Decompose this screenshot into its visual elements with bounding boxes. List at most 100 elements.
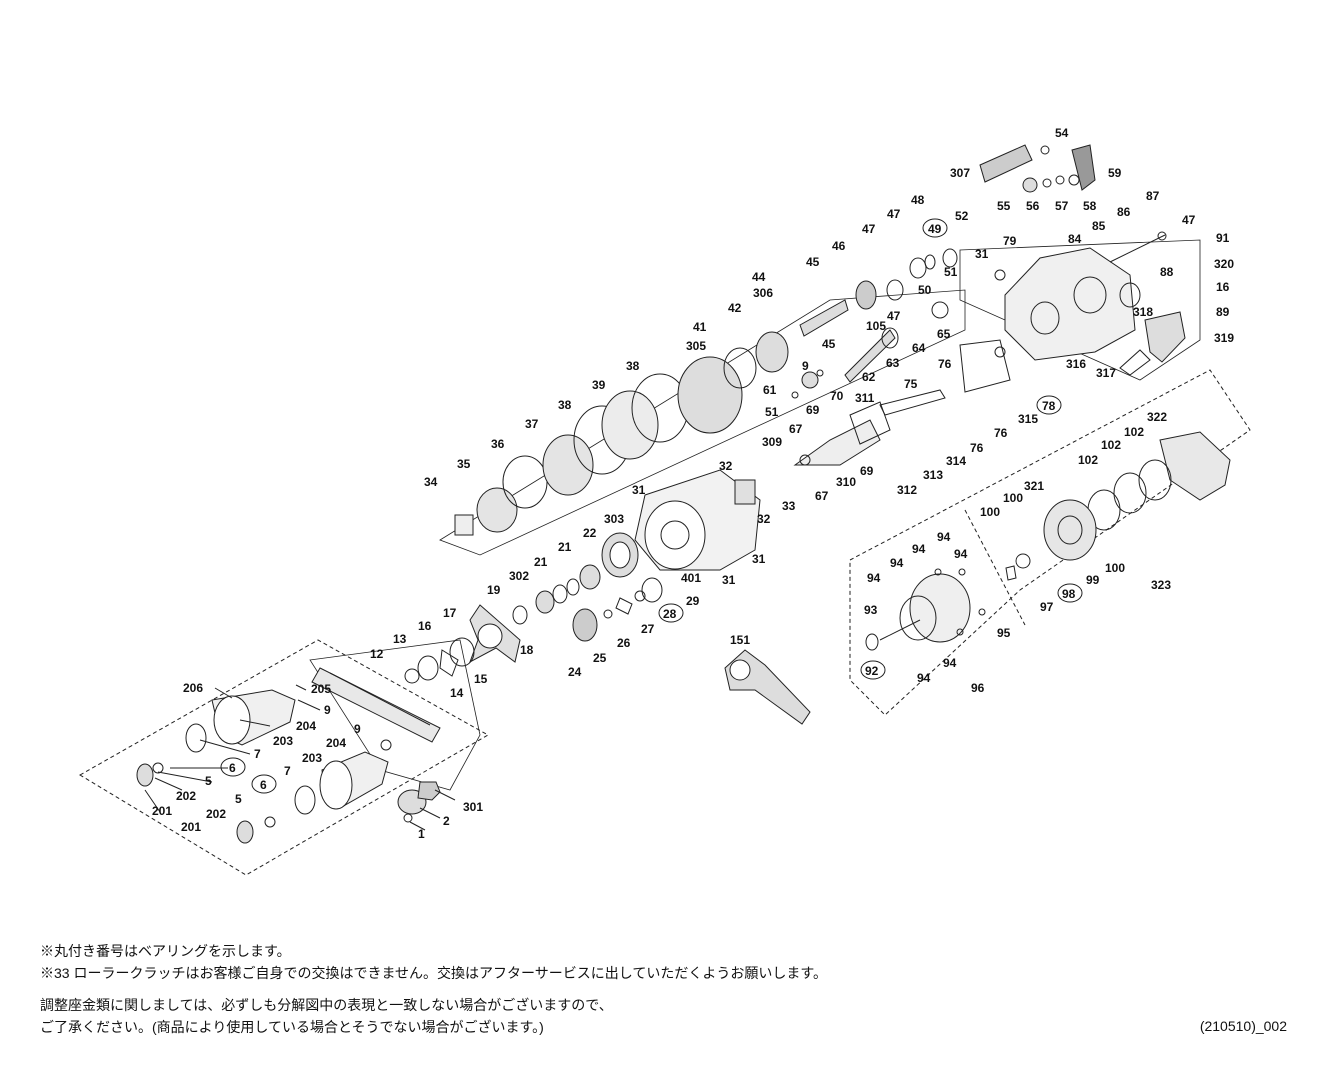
part-label: 12 (370, 647, 384, 661)
roller-clutch-33 (734, 479, 756, 505)
part-label: 70 (830, 389, 844, 403)
part-label: 14 (450, 686, 464, 700)
part-label: 35 (457, 457, 471, 471)
part-label: 84 (1068, 232, 1082, 246)
part-label: 29 (686, 594, 700, 608)
part-label: 204 (326, 736, 346, 750)
part-label: 97 (1040, 600, 1054, 614)
part-label: 94 (912, 542, 926, 556)
part-label: 76 (994, 426, 1008, 440)
part-label: 51 (765, 405, 779, 419)
frame-group-outline (959, 239, 1201, 381)
part-label: 307 (950, 166, 970, 180)
part-label: 75 (904, 377, 918, 391)
part-label: 21 (558, 540, 572, 554)
side-plate-322 (1159, 431, 1231, 501)
spool-assembly (865, 573, 971, 651)
part-label: 1 (418, 827, 425, 841)
part-label: 16 (1216, 280, 1230, 294)
part-label: 38 (626, 359, 640, 373)
part-label: 47 (862, 222, 876, 236)
part-label: 41 (693, 320, 707, 334)
part-label: 203 (302, 751, 322, 765)
part-label: 32 (719, 459, 733, 473)
side-plate-group-outline (849, 369, 1251, 716)
part-label: 47 (887, 207, 901, 221)
part-label: 309 (762, 435, 782, 449)
part-label: 13 (393, 632, 407, 646)
star-drag (469, 604, 521, 664)
part-label: 56 (1026, 199, 1040, 213)
washer-note-line2: ご了承ください。(商品により使用している場合とそうでない場合がございます。) (40, 1019, 544, 1035)
part-label: 37 (525, 417, 539, 431)
part-label: 28 (663, 607, 677, 621)
part-label: 313 (923, 468, 943, 482)
part-label: 322 (1147, 410, 1167, 424)
part-label: 91 (1216, 231, 1230, 245)
part-label: 202 (176, 789, 196, 803)
part-label: 7 (284, 764, 291, 778)
ring-102-stack (1087, 459, 1172, 531)
part-label: 54 (1055, 126, 1069, 140)
part-label: 6 (260, 778, 267, 792)
part-label: 321 (1024, 479, 1044, 493)
part-label: 36 (491, 437, 505, 451)
part-label: 89 (1216, 305, 1230, 319)
part-label: 310 (836, 475, 856, 489)
part-label: 47 (1182, 213, 1196, 227)
part-label: 5 (235, 792, 242, 806)
part-label: 203 (273, 734, 293, 748)
handle-knob-upper (211, 689, 296, 746)
part-label: 94 (890, 556, 904, 570)
part-label: 79 (1003, 234, 1017, 248)
part-label: 102 (1078, 453, 1098, 467)
part-label: 311 (855, 391, 875, 405)
roller-clutch-note: ※33 ローラークラッチはお客様ご自身での交換はできません。交換はアフターサービ… (40, 965, 827, 981)
bearing-note: ※丸付き番号はベアリングを示します。 (40, 943, 291, 959)
part-label: 49 (928, 222, 942, 236)
part-label: 323 (1151, 578, 1171, 592)
part-label: 32 (757, 512, 771, 526)
part-label: 69 (860, 464, 874, 478)
brake-plate-321 (1043, 499, 1097, 561)
part-label: 31 (722, 573, 736, 587)
part-label: 94 (943, 656, 957, 670)
drag-washer-stack (454, 331, 789, 536)
part-label: 22 (583, 526, 597, 540)
part-label: 47 (887, 309, 901, 323)
part-label: 59 (1108, 166, 1122, 180)
part-label: 9 (802, 359, 809, 373)
part-label: 301 (463, 800, 483, 814)
part-label: 58 (1083, 199, 1097, 213)
part-label: 151 (730, 633, 750, 647)
part-label: 7 (254, 747, 261, 761)
wrench-tool-151 (724, 649, 811, 725)
washer-note-line1: 調整座金類に関しましては、必ずしも分解図中の表現と一致しない場合がございますので… (40, 997, 613, 1013)
part-label: 92 (865, 664, 879, 678)
part-label: 25 (593, 651, 607, 665)
handle-group-outline (79, 639, 490, 876)
part-label: 102 (1101, 438, 1121, 452)
part-label: 94 (917, 671, 931, 685)
part-label: 16 (418, 619, 432, 633)
part-label: 305 (686, 339, 706, 353)
thumb-lever-59 (1071, 144, 1096, 191)
part-label: 204 (296, 719, 316, 733)
part-label: 86 (1117, 205, 1131, 219)
part-label: 48 (911, 193, 925, 207)
part-label: 201 (152, 804, 172, 818)
part-label: 9 (354, 722, 361, 736)
part-label: 17 (443, 606, 457, 620)
part-label: 76 (970, 441, 984, 455)
part-label: 31 (632, 483, 646, 497)
part-label: 34 (424, 475, 438, 489)
part-label: 315 (1018, 412, 1038, 426)
bearing-303 (601, 532, 639, 578)
part-label: 206 (183, 681, 203, 695)
part-label: 94 (954, 547, 968, 561)
part-label: 26 (617, 636, 631, 650)
sideplate-housing (634, 469, 761, 571)
part-label: 55 (997, 199, 1011, 213)
part-label: 95 (997, 626, 1011, 640)
part-label: 5 (205, 774, 212, 788)
